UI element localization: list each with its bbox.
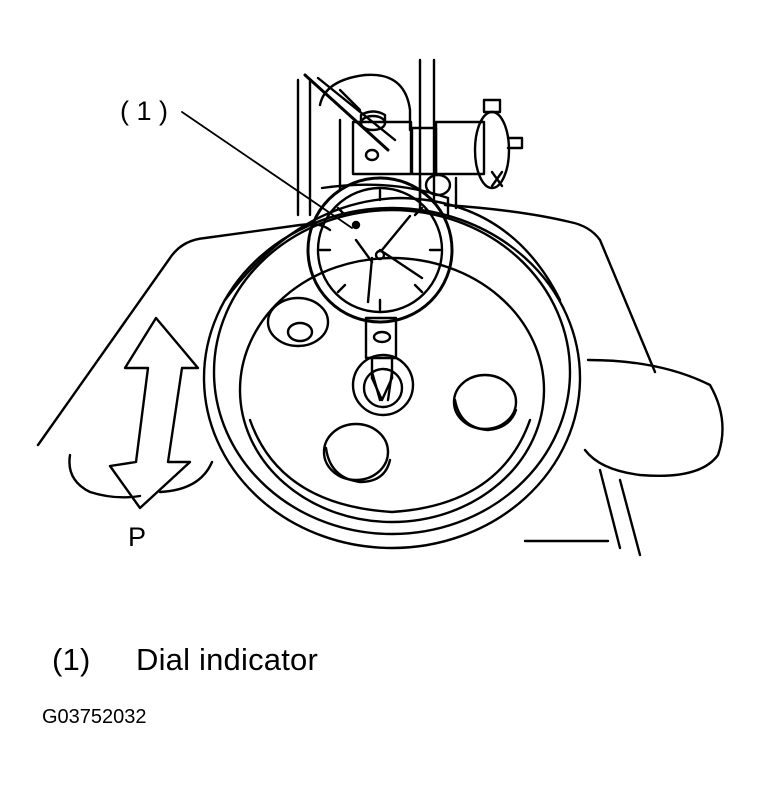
- dial-ticks: [318, 188, 442, 312]
- legend: (1) Dial indicator: [52, 642, 318, 678]
- callout-leader-line: [181, 111, 353, 229]
- engine-block-right: [443, 203, 657, 374]
- pulley-outer-rim: [202, 206, 582, 550]
- legend-text: Dial indicator: [136, 642, 318, 677]
- dial-bezel: [306, 176, 454, 324]
- dial-needle: [378, 248, 424, 280]
- indicator-stand: [296, 78, 312, 217]
- legend-number: (1): [52, 642, 91, 677]
- direction-label: P: [128, 522, 146, 552]
- figure-code: G03752032: [42, 706, 147, 728]
- double-arrow: [108, 316, 200, 510]
- callout-label-1: ( 1 ): [120, 96, 168, 126]
- clamp-knob: [473, 110, 511, 190]
- probe-stem: [364, 316, 398, 360]
- pulley-inner-rim: [238, 256, 546, 524]
- bolt-hole: [266, 296, 330, 348]
- bolt-hole: [322, 422, 390, 482]
- bolt-hole: [452, 373, 518, 431]
- center-hub: [351, 353, 415, 417]
- dial-face: [316, 186, 444, 314]
- engine-block-left: [36, 222, 332, 447]
- dial-indicator-illustration: ( 1 ) P: [36, 58, 724, 557]
